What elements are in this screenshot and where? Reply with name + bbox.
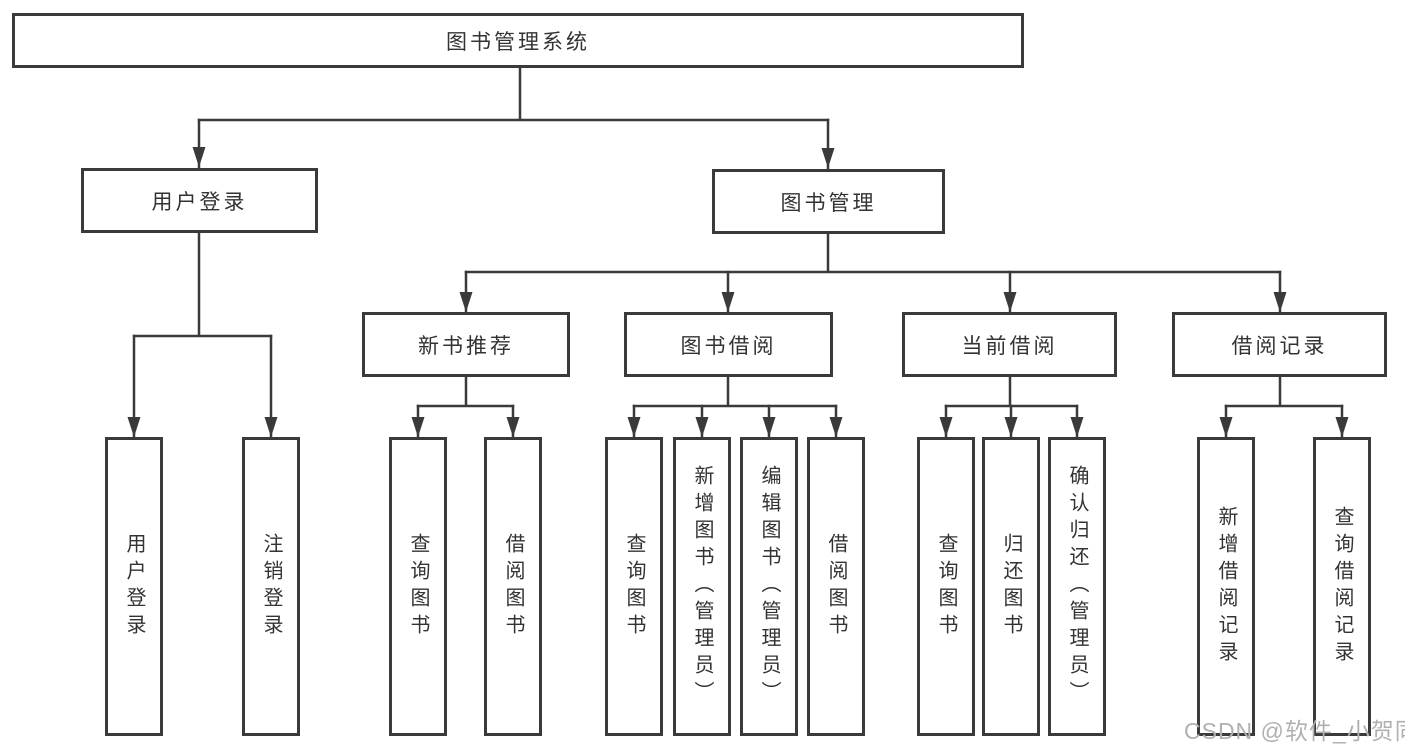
- node-book-management-label: 图书管理: [780, 191, 877, 215]
- leaf-bb-borrow-book: 借阅图书: [807, 437, 865, 736]
- leaf-bb-add-book-admin-label: 新增图书（管理员）: [691, 465, 713, 708]
- leaf-nb-borrow-book-label: 借阅图书: [502, 532, 524, 641]
- node-new-book-recommend-label: 新书推荐: [418, 334, 514, 358]
- leaf-nb-query-book-label: 查询图书: [407, 532, 429, 641]
- leaf-nb-query-book: 查询图书: [389, 437, 447, 736]
- connector-bookborrow-children: [632, 376, 838, 408]
- leaf-bb-query-book: 查询图书: [605, 437, 663, 736]
- connector-userlogin-children: [132, 231, 273, 338]
- node-library-system-label: 图书管理系统: [446, 30, 590, 54]
- leaf-br-query-record-label: 查询借阅记录: [1331, 505, 1353, 668]
- node-current-borrowing-label: 当前借阅: [961, 334, 1058, 358]
- leaf-cb-query-book: 查询图书: [917, 437, 975, 736]
- node-book-borrowing: 图书借阅: [624, 312, 833, 377]
- leaf-user-login-label: 用户登录: [123, 532, 145, 641]
- node-library-system: 图书管理系统: [12, 13, 1024, 68]
- leaf-cb-return-book-label: 归还图书: [1000, 532, 1022, 641]
- leaf-bb-borrow-book-label: 借阅图书: [825, 532, 847, 641]
- leaf-bb-add-book-admin: 新增图书（管理员）: [673, 437, 731, 736]
- node-book-borrowing-label: 图书借阅: [680, 334, 777, 358]
- node-user-login-label: 用户登录: [151, 190, 248, 214]
- node-book-management: 图书管理: [712, 169, 945, 234]
- connector-newbooks-children: [416, 376, 515, 408]
- leaf-user-login: 用户登录: [105, 437, 163, 736]
- leaf-cb-query-book-label: 查询图书: [935, 532, 957, 641]
- connector-records-children: [1224, 376, 1344, 408]
- leaf-cb-confirm-return-admin-label: 确认归还（管理员）: [1066, 465, 1088, 708]
- leaf-cb-confirm-return-admin: 确认归还（管理员）: [1048, 437, 1106, 736]
- leaf-cb-return-book: 归还图书: [982, 437, 1040, 736]
- leaf-bb-edit-book-admin-label: 编辑图书（管理员）: [758, 465, 780, 708]
- leaf-logout: 注销登录: [242, 437, 300, 736]
- node-new-book-recommend: 新书推荐: [362, 312, 570, 377]
- csdn-watermark: CSDN @软件_小贺同学: [1184, 718, 1405, 744]
- node-user-login: 用户登录: [81, 168, 318, 233]
- connector-root-to-level2: [197, 64, 830, 122]
- node-current-borrowing: 当前借阅: [902, 312, 1117, 377]
- leaf-bb-query-book-label: 查询图书: [623, 532, 645, 641]
- leaf-nb-borrow-book: 借阅图书: [484, 437, 542, 736]
- node-borrowing-records: 借阅记录: [1172, 312, 1387, 377]
- connector-currentborrow-children: [944, 376, 1079, 408]
- leaf-br-query-record: 查询借阅记录: [1313, 437, 1371, 736]
- connector-bookmgmt-children: [464, 233, 1282, 274]
- leaf-br-add-record-label: 新增借阅记录: [1215, 505, 1237, 668]
- node-borrowing-records-label: 借阅记录: [1231, 334, 1328, 358]
- leaf-bb-edit-book-admin: 编辑图书（管理员）: [740, 437, 798, 736]
- leaf-br-add-record: 新增借阅记录: [1197, 437, 1255, 736]
- leaf-logout-label: 注销登录: [260, 532, 282, 641]
